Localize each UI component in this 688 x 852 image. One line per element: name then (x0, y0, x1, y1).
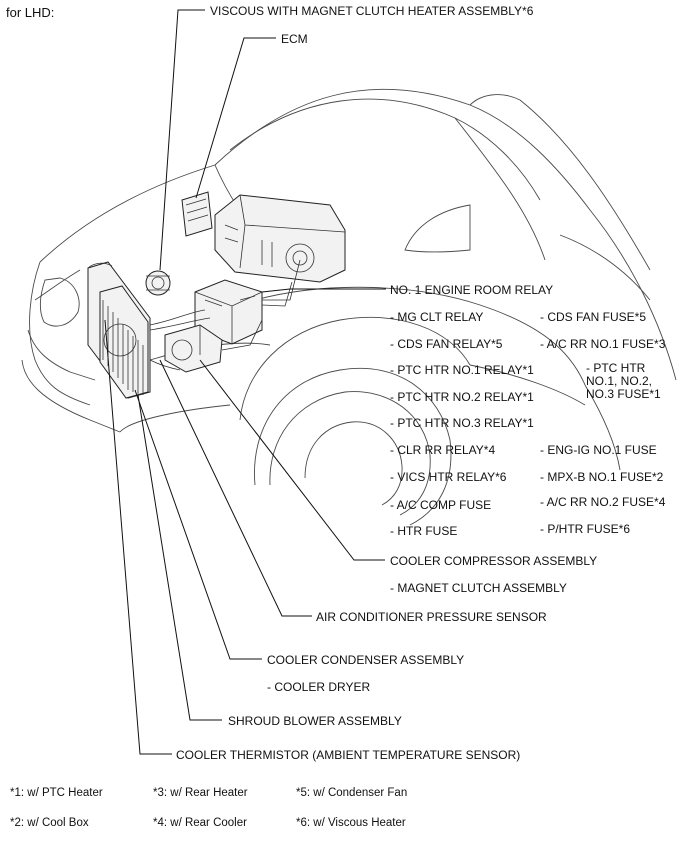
relay-item: - PTC HTR NO.1 RELAY*1 (390, 363, 534, 377)
viscous-heater-unit (145, 270, 171, 296)
label-thermistor: COOLER THERMISTOR (AMBIENT TEMPERATURE S… (176, 748, 521, 762)
leader-lines (104, 9, 386, 755)
hvac-unit (214, 194, 346, 283)
ecm-unit (181, 191, 213, 237)
relay-item: - PTC HTR NO.2 RELAY*1 (390, 390, 534, 404)
fuse-item: - A/C RR NO.1 FUSE*3 (540, 337, 666, 351)
footnote: *4: w/ Rear Cooler (153, 817, 247, 829)
footnote: *2: w/ Cool Box (10, 817, 89, 829)
fuse-item: - CDS FAN FUSE*5 (540, 310, 647, 324)
label-ecm: ECM (281, 32, 308, 46)
label-viscous-heater: VISCOUS WITH MAGNET CLUTCH HEATER ASSEMB… (210, 4, 534, 18)
footnote: *6: w/ Viscous Heater (296, 817, 406, 829)
fuse-item: - A/C RR NO.2 FUSE*4 (540, 495, 666, 509)
ac-pipes (149, 259, 301, 371)
fuse-item: - ENG-IG NO.1 FUSE (540, 443, 657, 457)
page-heading: for LHD: (6, 5, 55, 20)
label-engine-room-relay: NO. 1 ENGINE ROOM RELAY (390, 283, 554, 297)
label-cooler-compressor: COOLER COMPRESSOR ASSEMBLY (390, 554, 598, 568)
fuse-item: - PTC HTR NO.1, NO.2, NO.3 FUSE*1 (586, 361, 661, 401)
relay-item: - CLR RR RELAY*4 (390, 443, 496, 457)
label-shroud-blower: SHROUD BLOWER ASSEMBLY (228, 714, 402, 728)
footnote: *1: w/ PTC Heater (10, 787, 103, 799)
label-magnet-clutch: - MAGNET CLUTCH ASSEMBLY (390, 581, 567, 595)
footnote: *3: w/ Rear Heater (153, 787, 248, 799)
relay-item: - CDS FAN RELAY*5 (390, 337, 503, 351)
fuse-item: - P/HTR FUSE*6 (540, 522, 631, 536)
relay-item: - PTC HTR NO.3 RELAY*1 (390, 416, 534, 430)
label-cooler-dryer: - COOLER DRYER (267, 680, 371, 694)
label-pressure-sensor: AIR CONDITIONER PRESSURE SENSOR (316, 610, 547, 624)
car-body-outline (21, 88, 677, 526)
label-condenser: COOLER CONDENSER ASSEMBLY (267, 653, 465, 667)
relay-item: - VICS HTR RELAY*6 (390, 470, 507, 484)
fuse-item: - MPX-B NO.1 FUSE*2 (540, 470, 664, 484)
relay-item: - A/C COMP FUSE (390, 498, 492, 512)
relay-item: - MG CLT RELAY (390, 310, 484, 324)
compressor-unit (164, 324, 223, 373)
footnote: *5: w/ Condenser Fan (296, 787, 408, 799)
condenser-radiator (87, 261, 151, 399)
relay-item: - HTR FUSE (390, 524, 458, 538)
